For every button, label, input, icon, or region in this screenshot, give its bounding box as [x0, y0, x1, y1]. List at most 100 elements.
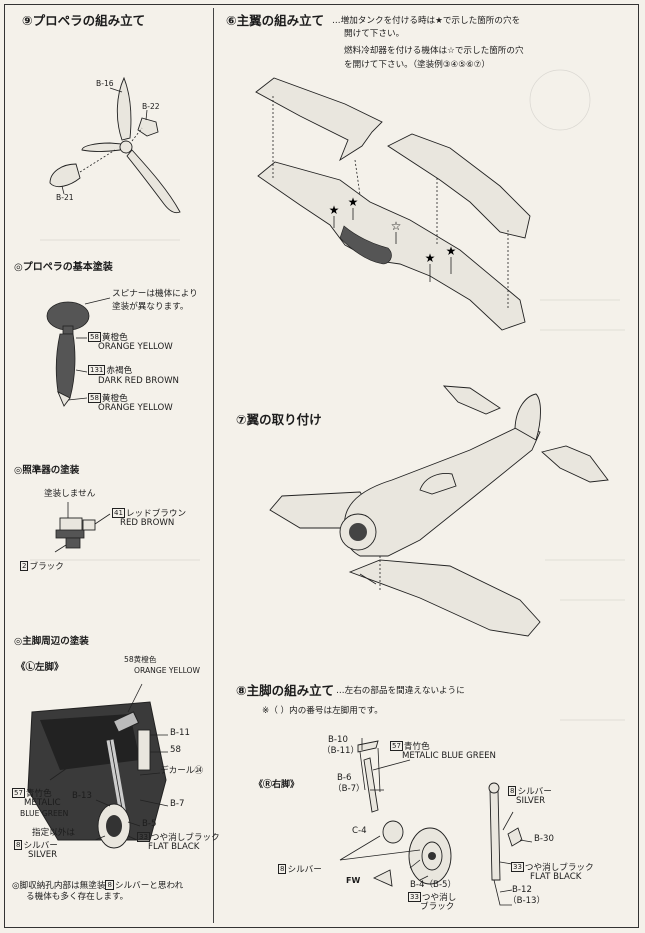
label-b13-paren: （B-13） — [508, 896, 546, 906]
gear-color-33-c-jp2: ブラック — [420, 902, 455, 912]
oleo-strut — [489, 789, 501, 881]
color-jp: ブラック — [29, 562, 64, 572]
propeller-blade-left — [81, 142, 123, 152]
svg-text:★: ★ — [329, 203, 340, 217]
color-number: 58 — [88, 393, 101, 403]
gear-door — [363, 757, 379, 813]
propeller-assembly-drawing — [49, 76, 181, 214]
gear-color-33-b-en: FLAT BLACK — [530, 872, 582, 882]
color-number: 8 — [105, 880, 114, 890]
color-jp: 黄橙色 — [101, 394, 128, 404]
color-jp: つや消し — [421, 893, 457, 903]
label-b7-paren: （B-7） — [333, 784, 365, 794]
color-jp: シルバー — [287, 865, 322, 875]
label-b12: B-12 — [512, 885, 532, 895]
bay-note-line2: る機体も多く存在します。 — [26, 892, 129, 902]
label-c4: C-4 — [352, 826, 367, 836]
label-b13: B-13 — [72, 791, 92, 801]
tail-plane-lower — [541, 445, 609, 483]
svg-text:★: ★ — [348, 195, 359, 209]
color-jp: シルバー — [517, 787, 552, 797]
page-border — [4, 4, 639, 928]
label-b7: B-7 — [170, 799, 185, 809]
sight-paint-title: ◎照準器の塗装 — [14, 465, 80, 476]
gear-color-8-en: SILVER — [28, 850, 58, 860]
gear-bay-drawing — [27, 683, 169, 849]
vertical-tail — [514, 393, 541, 441]
color-number: 57 — [12, 788, 25, 798]
color-jp: 青竹色 — [403, 742, 430, 752]
label-b6: B-6 — [337, 773, 352, 783]
right-wing — [348, 559, 541, 637]
color-number: 33 — [137, 832, 150, 842]
color-number: 131 — [88, 365, 106, 375]
spinner-note-line2: 塗装が異なります。 — [112, 302, 189, 312]
color-number: 8 — [508, 786, 517, 796]
label-b11: B-11 — [170, 728, 190, 738]
decal-label: デカール㉔ — [160, 766, 203, 776]
label-58: 58 — [170, 745, 181, 755]
gear-top-color-jp: 58黄橙色 — [124, 655, 157, 664]
wheel-hub-c4 — [382, 820, 404, 844]
main-gear-drawing — [339, 738, 533, 906]
section6-title: ⑥主翼の組み立て — [226, 13, 325, 28]
color-jp: つや消しブラック — [150, 833, 220, 843]
fw-label: FW — [346, 876, 361, 885]
section6-line1: …増加タンクを付ける時は★で示した箇所の穴を — [332, 16, 521, 26]
spinner-b21 — [49, 163, 81, 188]
sight-color-1-en: RED BROWN — [120, 518, 175, 528]
color-number: 58 — [88, 332, 101, 342]
color-jp: 黄橙色 — [101, 333, 128, 343]
label-b10: B-10 — [328, 735, 348, 745]
upper-wing-right — [387, 133, 531, 239]
section8-title: ⑧主脚の組み立て — [236, 683, 335, 698]
section6-line4: を開けて下さい。（塗装例③④⑤⑥⑦） — [344, 60, 490, 70]
label-b11-paren: （B-11） — [322, 746, 360, 756]
gear-color-57-en2: BLUE GREEN — [20, 809, 69, 818]
column-divider — [213, 8, 215, 923]
section8-subtitle: …左右の部品を間違えないように — [336, 686, 465, 696]
propeller-hub — [119, 140, 133, 154]
label-b4-b5: B-4（B-5） — [410, 880, 457, 890]
label-b30: B-30 — [534, 834, 554, 844]
gear-top-color-en: ORANGE YELLOW — [134, 666, 201, 675]
svg-text:☆: ☆ — [391, 219, 402, 233]
gear-color-57-en1: METALIC — [24, 798, 61, 808]
svg-text:★: ★ — [425, 251, 436, 265]
prop-color-3-en: ORANGE YELLOW — [98, 403, 173, 413]
label-b21: B-21 — [56, 193, 74, 202]
prop-paint-title: ◎プロペラの基本塗装 — [14, 262, 113, 273]
propeller-blade-up — [116, 76, 132, 141]
label-b16: B-16 — [96, 79, 114, 88]
fw-arrow — [372, 869, 393, 887]
section7-title: ⑦翼の取り付け — [236, 412, 322, 427]
prop-color-2-en: DARK RED BROWN — [98, 376, 179, 386]
color-jp: 赤褐色 — [106, 366, 133, 376]
tail-plane-upper — [442, 385, 501, 415]
section6-line3: 燃料冷却器を付ける機体は☆で示した箇所の穴 — [344, 46, 524, 56]
prop-color-1-en: ORANGE YELLOW — [98, 342, 173, 352]
propeller-blade-right — [126, 149, 181, 214]
color-number: 2 — [20, 561, 29, 571]
except-note: 指定以外は — [32, 828, 75, 838]
gear-color-57-b-en: METALIC BLUE GREEN — [402, 751, 496, 761]
canopy — [419, 473, 457, 495]
aircraft-assembly-drawing — [269, 385, 609, 637]
hub-part-b22 — [137, 117, 159, 137]
propeller-paint-drawing — [46, 297, 111, 407]
color-number: 57 — [390, 741, 403, 751]
upper-wing-left — [255, 77, 383, 162]
color-number: 8 — [14, 840, 23, 850]
color-number: 33 — [511, 862, 524, 872]
